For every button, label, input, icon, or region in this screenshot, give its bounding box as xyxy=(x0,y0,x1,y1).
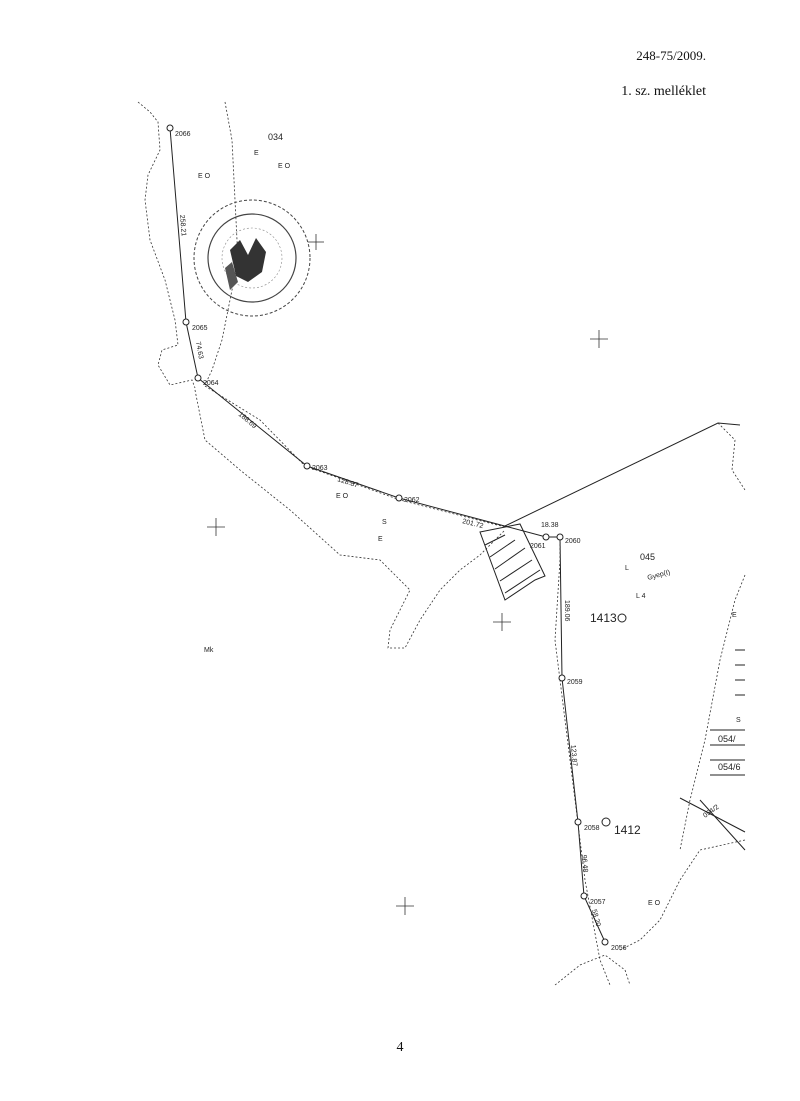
point-label-2056: 2056 xyxy=(611,945,627,952)
point-label-2059: 2059 xyxy=(567,679,583,686)
survey-point-2066 xyxy=(166,124,174,132)
point-label-2058: 2058 xyxy=(584,825,600,832)
distance-label: 58.20 xyxy=(590,909,601,928)
survey-points xyxy=(166,124,627,946)
annex-label: 1. sz. melléklet xyxy=(621,84,706,99)
land-use-label: Gyep(I) xyxy=(647,569,671,582)
land-class-code: E xyxy=(732,612,737,619)
point-label-2060: 2060 xyxy=(565,538,581,545)
survey-point-2056 xyxy=(601,938,609,946)
survey-point-2063 xyxy=(303,462,311,470)
land-class-code: E O xyxy=(278,163,291,170)
road-line-north xyxy=(504,422,741,527)
point-label-2062: 2062 xyxy=(404,497,420,504)
parcel-label-045: 045 xyxy=(640,552,655,562)
road-boundary-south xyxy=(554,540,611,986)
point-label-2065: 2065 xyxy=(192,325,208,332)
land-class-code: E xyxy=(378,536,383,543)
document-reference: 248-75/2009. xyxy=(636,48,706,63)
parcel-label-054: 054/ xyxy=(718,734,736,744)
survey-point-2064 xyxy=(194,374,202,382)
survey-point-2058 xyxy=(574,818,582,826)
parcel-label-054-6: 054/6 xyxy=(718,762,741,772)
land-class-code: Mk xyxy=(204,647,214,654)
point-label-2061: 2061 xyxy=(530,543,546,550)
parcel-label-1413: 1413 xyxy=(590,611,617,625)
land-class-code: E O xyxy=(336,493,349,500)
distance-label: 74.63 xyxy=(194,341,204,360)
distance-label: 201.72 xyxy=(462,518,485,530)
point-label-2063: 2063 xyxy=(312,465,328,472)
parcel-table-frame xyxy=(710,649,745,776)
land-class-code: E xyxy=(254,150,259,157)
parcel-label-034: 034 xyxy=(268,132,283,142)
distance-label: 128.87 xyxy=(336,476,359,489)
point-label-2064: 2064 xyxy=(203,380,219,387)
grid-marks xyxy=(207,234,608,915)
survey-point-2065 xyxy=(182,318,190,326)
strip-boundary-upper xyxy=(204,385,506,528)
land-class-code: L 4 xyxy=(636,593,646,600)
land-class-code: E O xyxy=(198,173,211,180)
survey-point-2057 xyxy=(580,892,588,900)
survey-point-2059 xyxy=(558,674,566,682)
parcel-curve-south xyxy=(554,954,631,986)
land-class-code: L xyxy=(625,565,629,572)
parcel-curve-southeast xyxy=(619,839,746,951)
road-edge-east xyxy=(717,422,746,491)
land-class-code: S xyxy=(382,519,387,526)
official-stamp xyxy=(193,199,311,317)
parcel-marker-1413 xyxy=(617,613,627,623)
survey-point-2060 xyxy=(556,533,564,541)
point-label-2066: 2066 xyxy=(175,131,191,138)
parcel-boundary-east xyxy=(679,574,746,851)
survey-point-2062 xyxy=(395,494,403,502)
land-class-code: S xyxy=(736,717,741,724)
land-class-code: E O xyxy=(648,900,661,907)
parcel-boundary-left xyxy=(137,101,196,389)
point-label-2057: 2057 xyxy=(590,899,606,906)
cadastral-map: 2066 2065 2064 2063 2062 2061 2060 2059 … xyxy=(137,101,746,986)
page-number: 4 xyxy=(396,1040,404,1055)
survey-point-2061 xyxy=(542,533,550,541)
road-east-edge xyxy=(699,799,746,851)
road-east-edge-2 xyxy=(679,797,746,833)
distance-label: 258.21 xyxy=(178,215,187,237)
strip-boundary-lower xyxy=(194,389,506,649)
distance-label: 188.69 xyxy=(237,411,258,430)
parcel-label-1412: 1412 xyxy=(614,823,641,837)
distance-label: 189.06 xyxy=(563,600,570,622)
distance-label: 18.38 xyxy=(541,522,559,529)
distance-label: 123.87 xyxy=(569,745,578,767)
distance-label: 96.48 xyxy=(580,855,589,873)
parcel-marker-1412 xyxy=(601,817,611,827)
hatched-area xyxy=(479,523,546,601)
